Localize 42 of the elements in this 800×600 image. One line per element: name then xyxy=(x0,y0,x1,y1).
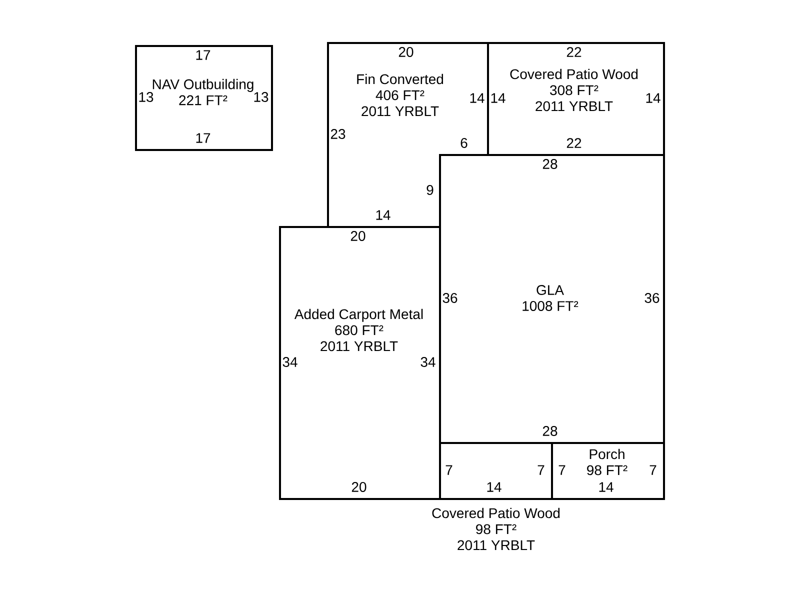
room-label: Added Carport Metal 680 FT² 2011 YRBLT xyxy=(294,308,423,352)
dimension-label: 17 xyxy=(196,50,210,60)
dimension-label: 20 xyxy=(398,47,414,57)
dimension-label: 6 xyxy=(460,138,468,148)
dimension-label: 7 xyxy=(558,465,566,475)
dimension-label: 7 xyxy=(446,465,452,475)
room-outline xyxy=(551,442,665,500)
dimension-label: 22 xyxy=(566,138,582,148)
room-outline xyxy=(135,45,273,151)
dimension-label: 23 xyxy=(330,129,346,139)
dimension-label: 28 xyxy=(542,426,558,436)
dimension-label: 14 xyxy=(599,482,614,492)
dimension-label: 14 xyxy=(487,482,502,492)
dimension-label: 34 xyxy=(282,357,298,367)
dimension-label: 14 xyxy=(376,210,390,220)
room-outline xyxy=(439,442,553,500)
dimension-label: 7 xyxy=(650,465,656,475)
room-label: GLA 1008 FT² xyxy=(522,285,578,311)
dimension-label: 34 xyxy=(420,357,436,367)
dimension-label: 13 xyxy=(139,92,154,102)
room-label: NAV Outbuilding 221 FT² xyxy=(152,78,254,106)
room-outline xyxy=(279,226,441,500)
dimension-label: 20 xyxy=(352,482,366,492)
room-label: Covered Patio Wood 98 FT² 2011 YRBLT xyxy=(432,508,560,550)
dimension-label: 17 xyxy=(196,133,210,143)
room-outline xyxy=(487,42,665,156)
room-label: Porch 98 FT² xyxy=(587,448,628,476)
dimension-label: 14 xyxy=(646,93,660,103)
room-label: Fin Converted 406 FT² 2011 YRBLT xyxy=(357,74,444,116)
room-outline xyxy=(327,42,489,228)
dimension-label: 14 xyxy=(491,93,506,103)
dimension-label: 20 xyxy=(350,231,366,241)
room-outline xyxy=(439,154,665,444)
dimension-label: 36 xyxy=(442,293,458,303)
dimension-label: 9 xyxy=(426,185,434,195)
dimension-label: 36 xyxy=(644,293,660,303)
dimension-label: 13 xyxy=(254,92,268,102)
dimension-label: 14 xyxy=(470,93,484,103)
dimension-label: 7 xyxy=(538,465,544,475)
dimension-label: 28 xyxy=(542,159,558,169)
dimension-label: 22 xyxy=(566,47,582,57)
room-label: Covered Patio Wood 308 FT² 2011 YRBLT xyxy=(510,68,638,112)
